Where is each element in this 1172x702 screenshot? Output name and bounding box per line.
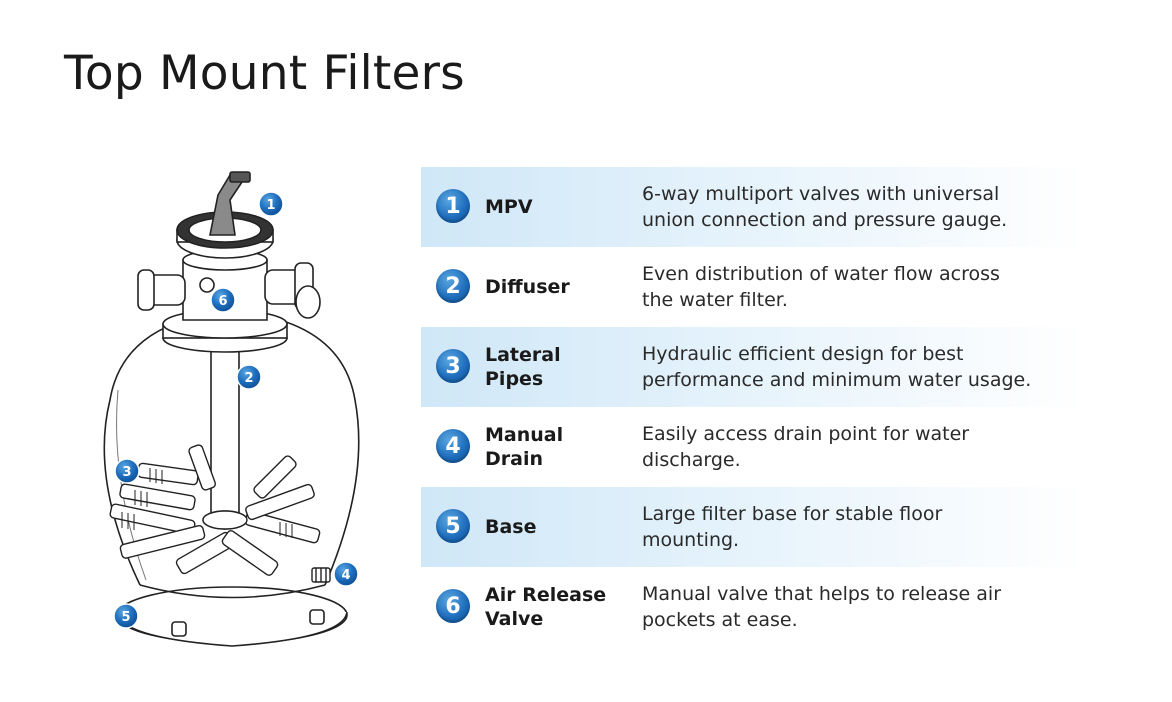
number-badge: 1 xyxy=(436,189,470,223)
table-row: 1 MPV 6-way multiport valves with univer… xyxy=(421,167,1086,247)
svg-text:3: 3 xyxy=(122,465,131,480)
callout-5: 5 xyxy=(113,603,139,629)
lateral-pipes xyxy=(109,444,321,576)
svg-text:2: 2 xyxy=(244,371,253,386)
table-row: 5 Base Large filter base for stable floo… xyxy=(421,487,1086,567)
components-table: 1 MPV 6-way multiport valves with univer… xyxy=(421,167,1086,647)
svg-text:6: 6 xyxy=(218,294,227,309)
filter-illustration: 1 6 2 3 4 5 xyxy=(103,171,360,647)
number-badge: 2 xyxy=(436,269,470,303)
multiport-valve xyxy=(137,171,321,353)
component-name: Base xyxy=(485,516,537,538)
callout-6: 6 xyxy=(210,287,236,313)
filter-base xyxy=(116,586,348,647)
callout-4: 4 xyxy=(333,561,359,587)
callout-1: 1 xyxy=(258,191,284,217)
number-badge: 4 xyxy=(436,429,470,463)
svg-text:5: 5 xyxy=(121,610,130,625)
callout-2: 2 xyxy=(236,364,262,390)
svg-text:4: 4 xyxy=(341,568,350,583)
callout-3: 3 xyxy=(114,458,140,484)
number-badge: 3 xyxy=(436,349,470,383)
table-row: 2 Diffuser Even distribution of water fl… xyxy=(421,247,1086,327)
number-badge: 6 xyxy=(436,589,470,623)
svg-text:1: 1 xyxy=(266,198,275,213)
page-title: Top Mount Filters xyxy=(64,46,465,101)
component-name: Diffuser xyxy=(485,276,570,298)
manual-drain xyxy=(311,567,331,583)
component-name: MPV xyxy=(485,196,533,218)
number-badge: 5 xyxy=(436,509,470,543)
